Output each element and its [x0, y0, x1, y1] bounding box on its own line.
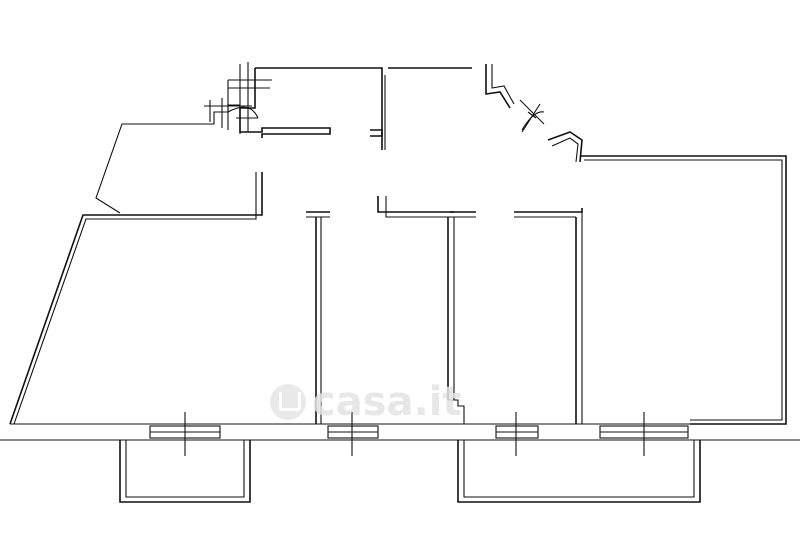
west-room-wall-inner	[13, 172, 257, 425]
balcony-west	[119, 440, 251, 503]
northeast-wall-2-inner	[551, 137, 579, 163]
partition-1	[306, 211, 330, 424]
window-3	[495, 412, 539, 456]
window-2	[327, 412, 379, 456]
door-swing-symbol	[519, 99, 545, 133]
entry-stub	[370, 129, 383, 137]
partition-2	[377, 196, 476, 424]
northeast-wall-1-inner	[491, 64, 515, 105]
window-1	[149, 412, 221, 456]
northeast-wall-2	[547, 131, 583, 163]
entry-door-symbol	[204, 62, 272, 134]
northwest-bay-wall	[95, 104, 240, 214]
west-room-wall	[9, 172, 263, 425]
window-4	[599, 412, 689, 456]
east-room-wall	[580, 155, 787, 425]
balcony-east	[457, 440, 701, 503]
partition-3	[514, 208, 583, 424]
east-room-wall-inner	[584, 159, 783, 421]
north-wall	[255, 67, 383, 150]
corridor-wall-west	[239, 68, 331, 138]
northeast-wall-1	[485, 64, 511, 109]
